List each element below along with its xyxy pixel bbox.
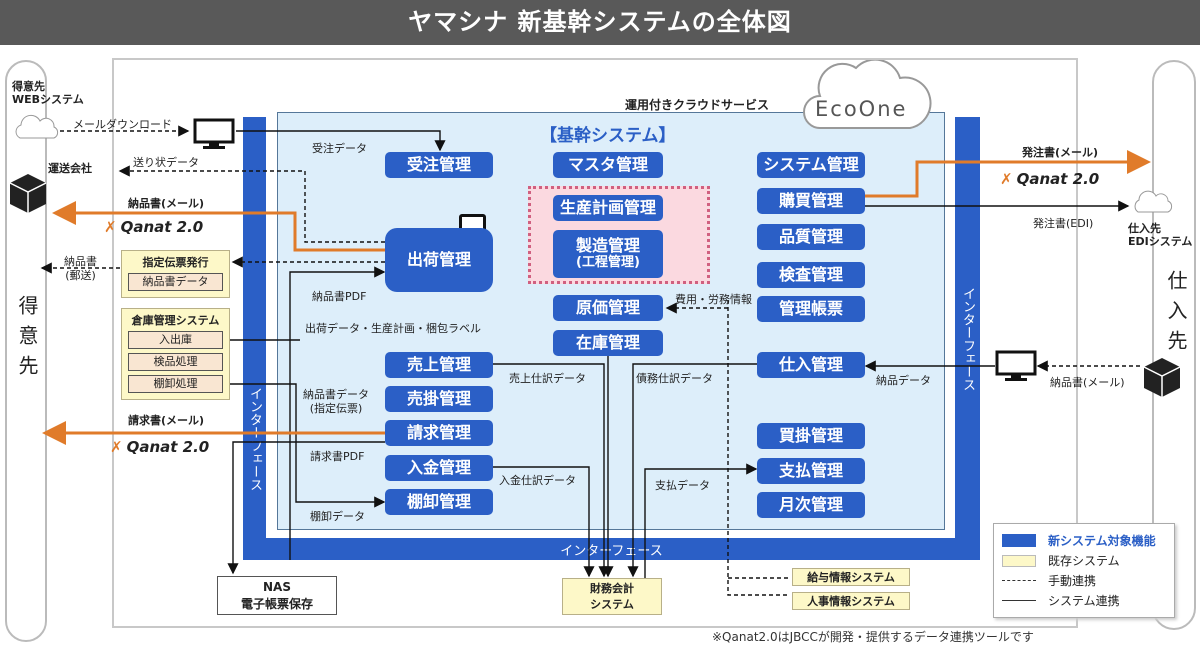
warehouse-item: 入出庫 [128, 331, 223, 349]
module-inventory[interactable]: 在庫管理 [553, 330, 663, 356]
flow-label: 支払データ [655, 479, 710, 492]
qanat-logo: ✗Qanat 2.0 [110, 438, 210, 456]
page-title: ヤマシナ 新基幹システムの全体図 [0, 0, 1200, 45]
flow-label: 出荷データ・生産計画・梱包ラベル [305, 322, 481, 335]
monitor-icon [193, 118, 235, 149]
monitor-icon [995, 350, 1037, 381]
module-purchasing[interactable]: 購買管理 [757, 188, 865, 214]
flow-label: 棚卸データ [310, 510, 365, 523]
legend: 新システム対象機能 既存システム 手動連携 システム連携 [993, 523, 1175, 618]
flow-label: 納品書 (郵送) [64, 255, 97, 282]
flow-label: 請求書(メール) [128, 414, 205, 427]
flow-label: 売上仕訳データ [509, 372, 586, 385]
company-boundary [112, 58, 1078, 628]
qanat-logo: ✗Qanat 2.0 [1000, 170, 1100, 188]
flow-label: 受注データ [312, 142, 367, 155]
module-quality[interactable]: 品質管理 [757, 224, 865, 250]
legend-system: システム連携 [1048, 594, 1120, 608]
slip-issue-system: 指定伝票発行 納品書データ [121, 250, 230, 298]
supplier-label: 仕入先 [1164, 270, 1188, 360]
customer-label: 得意先 [15, 295, 39, 385]
module-shipping[interactable]: 出荷管理 [385, 228, 493, 292]
legend-solid-arrow [1002, 600, 1036, 601]
module-receiving[interactable]: 仕入管理 [757, 352, 865, 378]
carrier-label: 運送会社 [48, 162, 92, 175]
flow-label: 入金仕訳データ [499, 474, 576, 487]
flow-label: 請求書PDF [310, 450, 365, 463]
qanat-logo: ✗Qanat 2.0 [104, 218, 204, 236]
cloud-service-label: 運用付きクラウドサービス [625, 98, 770, 112]
module-reports[interactable]: 管理帳票 [757, 296, 865, 322]
legend-new: 新システム対象機能 [1048, 534, 1156, 548]
flow-label: 発注書(EDI) [1033, 217, 1094, 230]
warehouse-title: 倉庫管理システム [131, 314, 220, 327]
flow-label: 債務仕訳データ [636, 372, 713, 385]
flow-label: 費用・労務情報 [675, 293, 752, 306]
accounting-system: 財務会計 システム [562, 578, 662, 615]
module-manufacturing[interactable]: 製造管理(工程管理) [553, 230, 663, 278]
module-production-plan[interactable]: 生産計画管理 [553, 195, 663, 221]
slip-issue-item: 納品書データ [128, 273, 223, 291]
flow-label: 納品書データ (指定伝票) [303, 388, 369, 415]
module-payables[interactable]: 買掛管理 [757, 423, 865, 449]
warehouse-item: 棚卸処理 [128, 375, 223, 393]
module-master[interactable]: マスタ管理 [553, 152, 663, 178]
flow-label: 発注書(メール) [1022, 146, 1099, 159]
module-inspection[interactable]: 検査管理 [757, 262, 865, 288]
core-system-title: 【基幹システム】 [540, 126, 676, 146]
flow-label: 納品書(メール) [128, 197, 205, 210]
module-payments[interactable]: 支払管理 [757, 458, 865, 484]
module-billing[interactable]: 請求管理 [385, 420, 493, 446]
package-box-icon [9, 174, 47, 213]
legend-swatch-new [1002, 534, 1036, 547]
slip-issue-title: 指定伝票発行 [142, 256, 209, 269]
payroll-system: 給与情報システム [792, 568, 910, 586]
module-order[interactable]: 受注管理 [385, 152, 493, 178]
warehouse-item: 検品処理 [128, 353, 223, 371]
ecoone-cloud [803, 60, 932, 129]
legend-dashed-arrow [1002, 580, 1036, 581]
module-receivables[interactable]: 売掛管理 [385, 386, 493, 412]
supplier-edi-label: 仕入先 EDIシステム [1128, 222, 1193, 248]
legend-manual: 手動連携 [1048, 574, 1097, 588]
ecoone-logo: EcoOne [815, 97, 908, 121]
legend-existing: 既存システム [1048, 554, 1120, 568]
interface-bottom: インターフェース [243, 538, 980, 560]
module-stocktaking[interactable]: 棚卸管理 [385, 489, 493, 515]
customer-lane [5, 60, 47, 642]
interface-left: インターフェース [243, 117, 266, 560]
module-system[interactable]: システム管理 [757, 152, 865, 178]
interface-right: インターフェース [955, 117, 980, 560]
hr-system: 人事情報システム [792, 592, 910, 610]
module-manufacturing-label: 製造管理 [575, 236, 640, 256]
customer-web-label: 得意先 WEBシステム [12, 80, 84, 106]
module-sales[interactable]: 売上管理 [385, 352, 493, 378]
footnote: ※Qanat2.0はJBCCが開発・提供するデータ連携ツールです [712, 630, 1034, 644]
flow-label: 送り状データ [133, 156, 199, 169]
cloud-icon [15, 114, 59, 139]
flow-label: 納品書(メール) [1050, 376, 1125, 389]
cloud-icon [1134, 190, 1173, 213]
flow-label: メールダウンロード [73, 118, 172, 131]
warehouse-system: 倉庫管理システム 入出庫 検品処理 棚卸処理 [121, 308, 230, 400]
legend-swatch-existing [1002, 554, 1036, 567]
module-payment-receipt[interactable]: 入金管理 [385, 455, 493, 481]
module-costing[interactable]: 原価管理 [553, 295, 663, 321]
flow-label: 納品書PDF [312, 290, 367, 303]
package-box-icon [1143, 358, 1181, 397]
flow-label: 納品データ [876, 374, 931, 387]
module-monthly[interactable]: 月次管理 [757, 492, 865, 518]
module-manufacturing-sub: (工程管理) [576, 254, 640, 270]
